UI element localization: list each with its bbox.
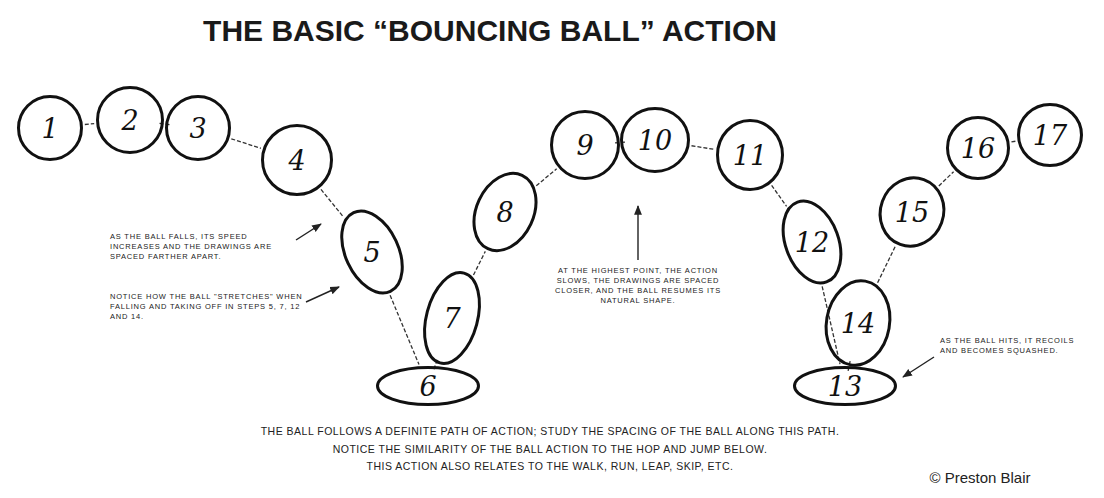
ball-drawing: 12 — [784, 198, 840, 286]
ball-drawing: 5 — [344, 207, 400, 297]
leader-arrow — [903, 357, 934, 377]
ball-outline — [718, 121, 783, 190]
ball-drawing: 8 — [475, 170, 535, 254]
leader-arrow — [637, 206, 638, 260]
step-number: 9 — [576, 132, 593, 159]
ball-drawing: 9 — [550, 110, 620, 180]
ball-outline — [552, 112, 619, 179]
step-number: 14 — [841, 310, 875, 337]
ball-outline — [1019, 105, 1082, 166]
path-of-action-segment — [772, 185, 787, 206]
ball-outline — [263, 126, 332, 195]
path-of-action-segment — [878, 246, 896, 283]
ball-drawing: 6 — [376, 366, 480, 406]
ball-outline — [871, 169, 954, 255]
ball-outline — [330, 201, 415, 302]
ball-outline — [415, 266, 488, 369]
ball-drawing: 1 — [17, 95, 83, 161]
ball-outline — [462, 163, 548, 261]
ball-drawing: 2 — [96, 86, 164, 154]
ball-drawing: 10 — [620, 107, 690, 173]
step-number: 1 — [41, 115, 58, 142]
ball-outline — [622, 109, 689, 172]
ball-drawing: 3 — [165, 95, 231, 161]
ball-outline — [773, 193, 852, 291]
step-number: 17 — [1033, 122, 1067, 149]
ball-outline — [795, 368, 896, 405]
step-number: 7 — [443, 305, 460, 332]
title: THE BASIC “BOUNCING BALL” ACTION — [140, 14, 840, 48]
path-of-action-segment — [473, 251, 485, 275]
ball-drawing: 7 — [425, 270, 479, 366]
ball-outline — [948, 118, 1009, 179]
step-number: 10 — [638, 127, 672, 154]
leader-arrow — [306, 287, 339, 302]
ball-drawing: 17 — [1017, 103, 1083, 167]
ball-outline — [378, 368, 479, 405]
step-number: 16 — [961, 135, 995, 162]
caption-line: THE BALL FOLLOWS A DEFINITE PATH OF ACTI… — [160, 424, 940, 438]
path-of-action-segment — [691, 146, 714, 150]
path-of-action-segment — [1011, 141, 1015, 143]
annotation: NOTICE HOW THE BALL "STRETCHES" WHEN FAL… — [110, 292, 305, 322]
ball-drawing: 4 — [261, 124, 333, 196]
ball-outline — [820, 276, 897, 371]
path-of-action-segment — [615, 141, 625, 143]
path-of-action-segment — [390, 295, 419, 364]
ball-drawing: 14 — [825, 279, 891, 367]
caption-line: NOTICE THE SIMILARITY OF THE BALL ACTION… — [160, 442, 940, 456]
path-of-action-segment — [231, 139, 261, 149]
ball-drawing: 16 — [946, 116, 1010, 180]
annotation: AS THE BALL HITS, IT RECOILS AND BECOMES… — [940, 336, 1090, 356]
step-number: 6 — [419, 373, 436, 400]
ball-drawing: 11 — [716, 119, 784, 191]
step-number: 12 — [795, 229, 829, 256]
step-number: 11 — [733, 142, 767, 169]
ball-outline — [19, 97, 82, 160]
path-of-action-segment — [939, 172, 954, 186]
annotation: AT THE HIGHEST POINT, THE ACTION SLOWS, … — [550, 266, 726, 307]
caption-line: THIS ACTION ALSO RELATES TO THE WALK, RU… — [160, 459, 940, 473]
path-of-action-segment — [85, 123, 94, 125]
path-of-action-segment — [321, 189, 344, 217]
step-number: 5 — [363, 239, 380, 266]
ball-outline — [167, 97, 230, 160]
annotation: AS THE BALL FALLS, ITS SPEED INCREASES A… — [110, 232, 295, 262]
copyright: © Preston Blair — [880, 468, 1080, 488]
ball-drawing: 15 — [879, 176, 945, 248]
leader-arrow — [296, 224, 321, 240]
step-number: 2 — [121, 107, 138, 134]
step-number: 15 — [895, 199, 929, 226]
step-number: 8 — [496, 199, 513, 226]
ball-drawing: 13 — [793, 366, 897, 406]
path-of-action-segment — [536, 169, 556, 186]
ball-outline — [98, 88, 163, 153]
step-number: 13 — [828, 373, 862, 400]
step-number: 3 — [189, 115, 206, 142]
step-number: 4 — [288, 147, 305, 174]
